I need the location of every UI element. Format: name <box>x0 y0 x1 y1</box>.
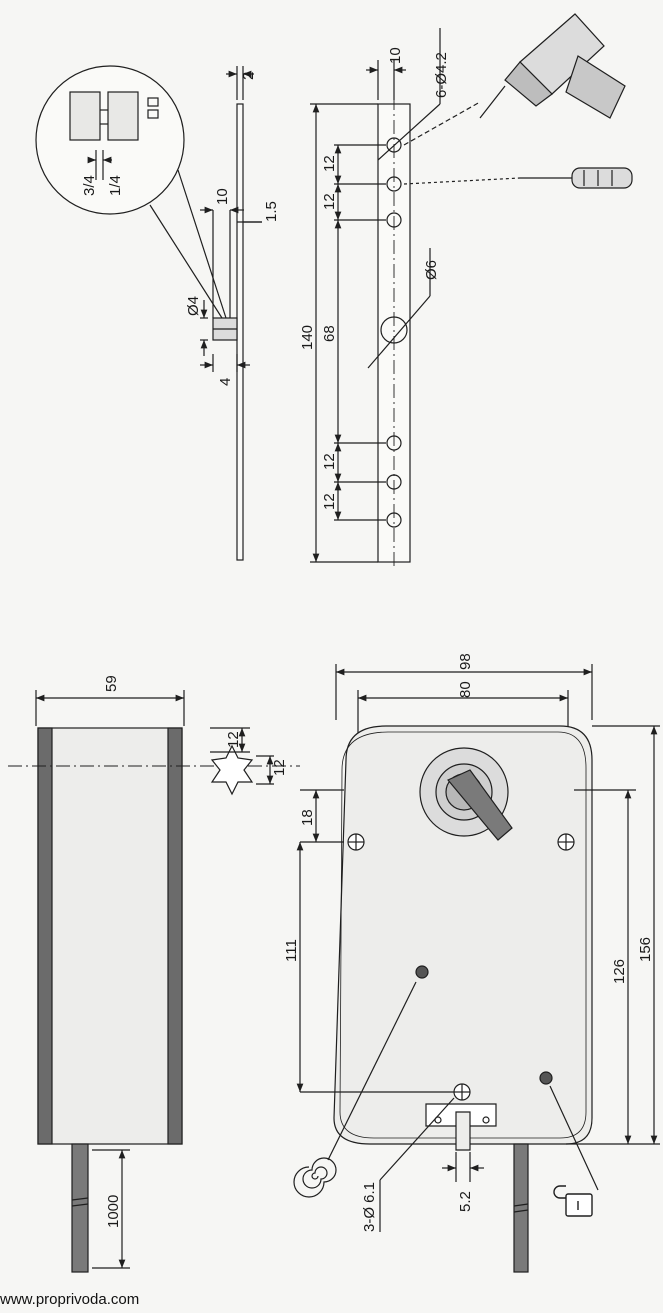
dim-pin-len: 4 <box>217 378 234 386</box>
dim-detail-a: 3/4 <box>81 175 98 196</box>
spring-icon <box>293 1157 337 1198</box>
dim-shaft-b: 12 <box>271 759 288 776</box>
actuator-side-view <box>8 690 300 1273</box>
bracket-front-view <box>310 28 521 570</box>
dim-detail-b: 1/4 <box>107 175 124 196</box>
dim-span-111: 111 <box>283 939 300 962</box>
dim-center-span: 68 <box>321 325 338 342</box>
dim-width-inner: 80 <box>457 681 474 698</box>
dim-thickness: 2 <box>240 72 257 80</box>
dim-hole-callout: 6-Ø4.2 <box>433 52 450 98</box>
dim-holes-callout: 3-Ø 6.1 <box>361 1182 378 1232</box>
dim-width-outer: 98 <box>457 653 474 670</box>
screwdriver-icon <box>520 167 633 189</box>
dim-plate: 1.5 <box>263 201 280 222</box>
dim-offset: 10 <box>214 188 231 205</box>
lock-icon <box>553 1185 593 1217</box>
bracket-side-view <box>200 66 262 561</box>
dim-cable-length: 1000 <box>105 1195 122 1228</box>
dim-height-156: 156 <box>637 937 654 962</box>
dim-pin-dia: Ø4 <box>185 296 202 316</box>
dim-pitch-bottom-1: 12 <box>321 453 338 470</box>
dim-end-offset: 10 <box>387 47 404 64</box>
dim-width-side: 59 <box>103 675 120 692</box>
dim-pitch-top-1: 12 <box>321 155 338 172</box>
dim-pitch-top-2: 12 <box>321 193 338 210</box>
footer-url: www.proprivoda.com <box>0 1291 140 1308</box>
dim-offset-18: 18 <box>299 809 316 826</box>
dim-pitch-bottom-2: 12 <box>321 493 338 510</box>
shaft-profile <box>210 727 274 796</box>
dim-total-length: 140 <box>299 325 316 350</box>
detail-magnifier <box>35 65 227 319</box>
dim-slot-width: 5.2 <box>457 1191 474 1212</box>
dim-center-hole: Ø6 <box>423 260 440 280</box>
dim-height-126: 126 <box>611 959 628 984</box>
dim-shaft-a: 12 <box>225 731 242 748</box>
actuator-front-view <box>296 664 660 1273</box>
drill-icon <box>479 13 626 119</box>
